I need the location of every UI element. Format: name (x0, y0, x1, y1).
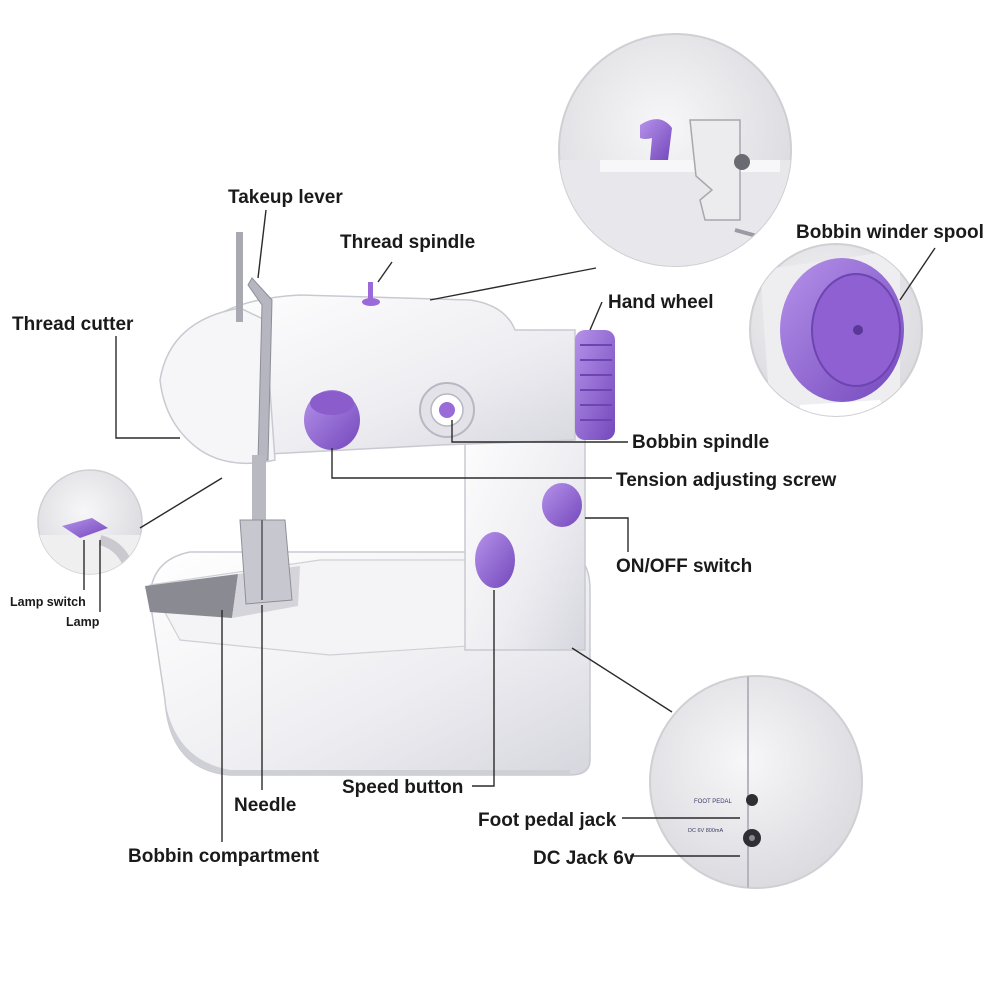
label-lamp: Lamp (66, 615, 100, 629)
machine-base-shadow (165, 700, 570, 775)
leader-jack-inset (571, 647, 673, 713)
inset-jack-panel: FOOT PEDAL DC 6V 800mA (649, 675, 863, 889)
label-hand-wheel: Hand wheel (608, 292, 714, 313)
label-takeup-lever: Takeup lever (228, 187, 343, 208)
thread-spindle-base (362, 298, 380, 306)
label-needle: Needle (234, 795, 296, 816)
leader-lines (83, 209, 936, 857)
presser-foot (239, 519, 293, 605)
label-lamp-switch: Lamp switch (10, 595, 86, 609)
dc-jack-text: DC 6V 800mA (688, 828, 723, 834)
on-off-switch (542, 483, 582, 527)
leader-takeup-lever (257, 209, 267, 279)
leader-bobbin-winder-spool (899, 247, 936, 301)
bobbin-spindle-disc (419, 382, 475, 438)
label-foot-pedal-jack: Foot pedal jack (478, 810, 617, 831)
label-bobbin-winder-spool: Bobbin winder spool (796, 222, 984, 243)
label-bobbin-compartment: Bobbin compartment (128, 846, 320, 867)
takeup-lever-rod (236, 232, 243, 322)
needle-bar (252, 455, 266, 525)
leader-thread-cutter (115, 336, 180, 439)
leader-inset-top (429, 267, 597, 301)
speed-button (475, 532, 515, 588)
leader-bobbin-spindle (451, 420, 628, 443)
machine-head (159, 307, 276, 465)
leader-speed-button (472, 590, 495, 787)
inset-thread-guide (558, 33, 792, 267)
label-thread-cutter: Thread cutter (12, 314, 134, 335)
hand-wheel (575, 330, 615, 440)
inset-lamp (37, 469, 143, 575)
label-tension-adjusting-screw: Tension adjusting screw (616, 470, 837, 491)
label-speed-button: Speed button (342, 777, 463, 798)
label-bobbin-spindle: Bobbin spindle (632, 432, 769, 453)
label-thread-spindle: Thread spindle (340, 232, 475, 253)
tension-knob (304, 390, 360, 450)
foot-pedal-text: FOOT PEDAL (694, 799, 733, 805)
label-on-off-switch: ON/OFF switch (616, 556, 752, 577)
labels: Takeup lever Thread spindle Thread cutte… (10, 187, 984, 869)
leader-lamp-inset (139, 477, 223, 529)
leader-hand-wheel (589, 301, 603, 331)
leader-tension-screw (331, 448, 612, 479)
leader-on-off-switch (585, 517, 629, 552)
inset-bobbin-winder-spool (749, 243, 923, 417)
leader-thread-spindle (377, 261, 393, 283)
sewing-machine (145, 232, 615, 776)
label-dc-jack: DC Jack 6v (533, 848, 635, 869)
bobbin-compartment-cover (145, 574, 238, 618)
thread-spindle-pin (368, 282, 373, 302)
